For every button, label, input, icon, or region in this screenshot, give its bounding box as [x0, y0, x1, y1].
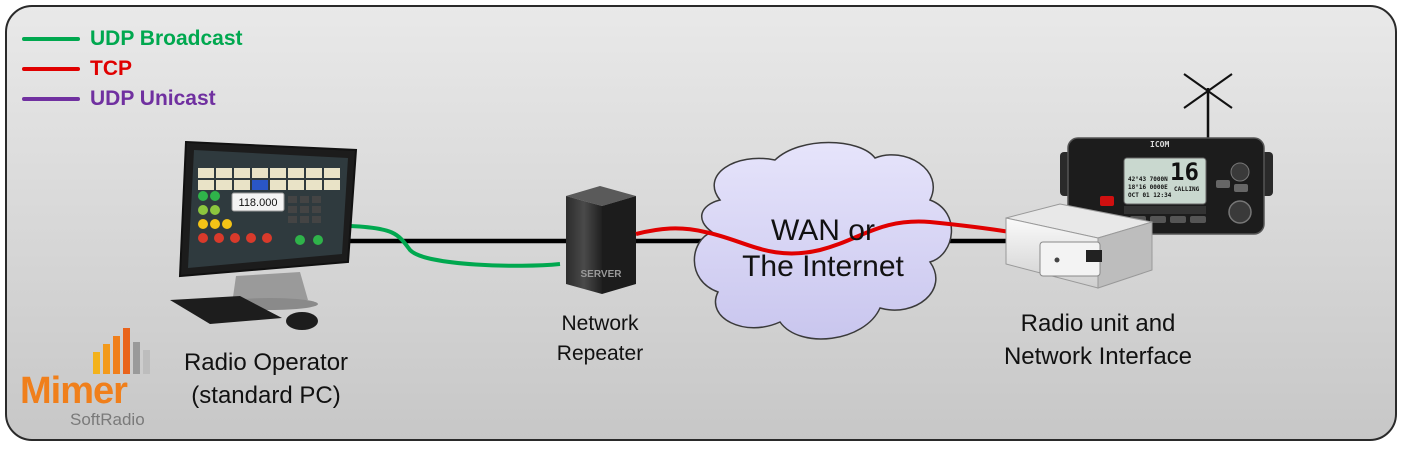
radio-lcd-line2: 18°16 0000E	[1128, 184, 1168, 191]
logo-product: SoftRadio	[70, 410, 145, 429]
legend-label: TCP	[90, 57, 132, 80]
legend-label: UDP Broadcast	[90, 27, 243, 50]
repeater-caption-line2: Repeater	[556, 342, 644, 365]
server-icon: SERVER	[566, 186, 636, 294]
operator-caption: Radio Operator (standard PC)	[156, 346, 376, 412]
radio-lcd-line3: OCT 01 12:34	[1128, 192, 1172, 199]
panel-background	[5, 5, 1397, 441]
operator-caption-line2: (standard PC)	[191, 382, 341, 409]
wan-cloud	[693, 141, 953, 340]
network-interface-icon	[1005, 203, 1153, 289]
wan-caption-line2: The Internet	[742, 250, 904, 283]
wan-caption: WAN or The Internet	[718, 213, 928, 285]
repeater-caption: Network Repeater	[530, 309, 670, 369]
keyboard-icon	[170, 296, 282, 324]
tcp-link	[635, 219, 1011, 256]
legend-swatch	[22, 67, 80, 71]
radio-lcd-line1: 42°43 7000N	[1128, 176, 1168, 183]
operator-caption-line1: Radio Operator	[183, 349, 349, 376]
mouse-icon	[286, 312, 318, 330]
logo-brand: Mimer	[20, 370, 128, 412]
udp-broadcast-link	[349, 224, 561, 268]
legend-swatch	[22, 97, 80, 101]
radio-caption-line1: Radio unit and	[1020, 310, 1176, 337]
marine-radio-icon	[1060, 73, 1273, 235]
radio-channel: 16	[1170, 158, 1199, 186]
wan-caption-line1: WAN or	[771, 214, 875, 247]
pc-screen-ui: 118.000	[198, 168, 340, 245]
radio-brand: ICOM	[1150, 140, 1170, 149]
ethernet-port-icon	[1086, 250, 1102, 262]
radio-caption-line2: Network Interface	[1003, 343, 1193, 370]
legend-label: UDP Unicast	[90, 87, 216, 110]
frequency-display: 118.000	[239, 197, 278, 209]
repeater-caption-line1: Network	[561, 312, 639, 335]
mimer-logo-icon	[93, 328, 150, 374]
server-label: SERVER	[581, 269, 623, 280]
radio-caption: Radio unit and Network Interface	[968, 307, 1228, 373]
radio-lcd-calling: CALLING	[1174, 186, 1200, 193]
legend-swatch	[22, 37, 80, 41]
